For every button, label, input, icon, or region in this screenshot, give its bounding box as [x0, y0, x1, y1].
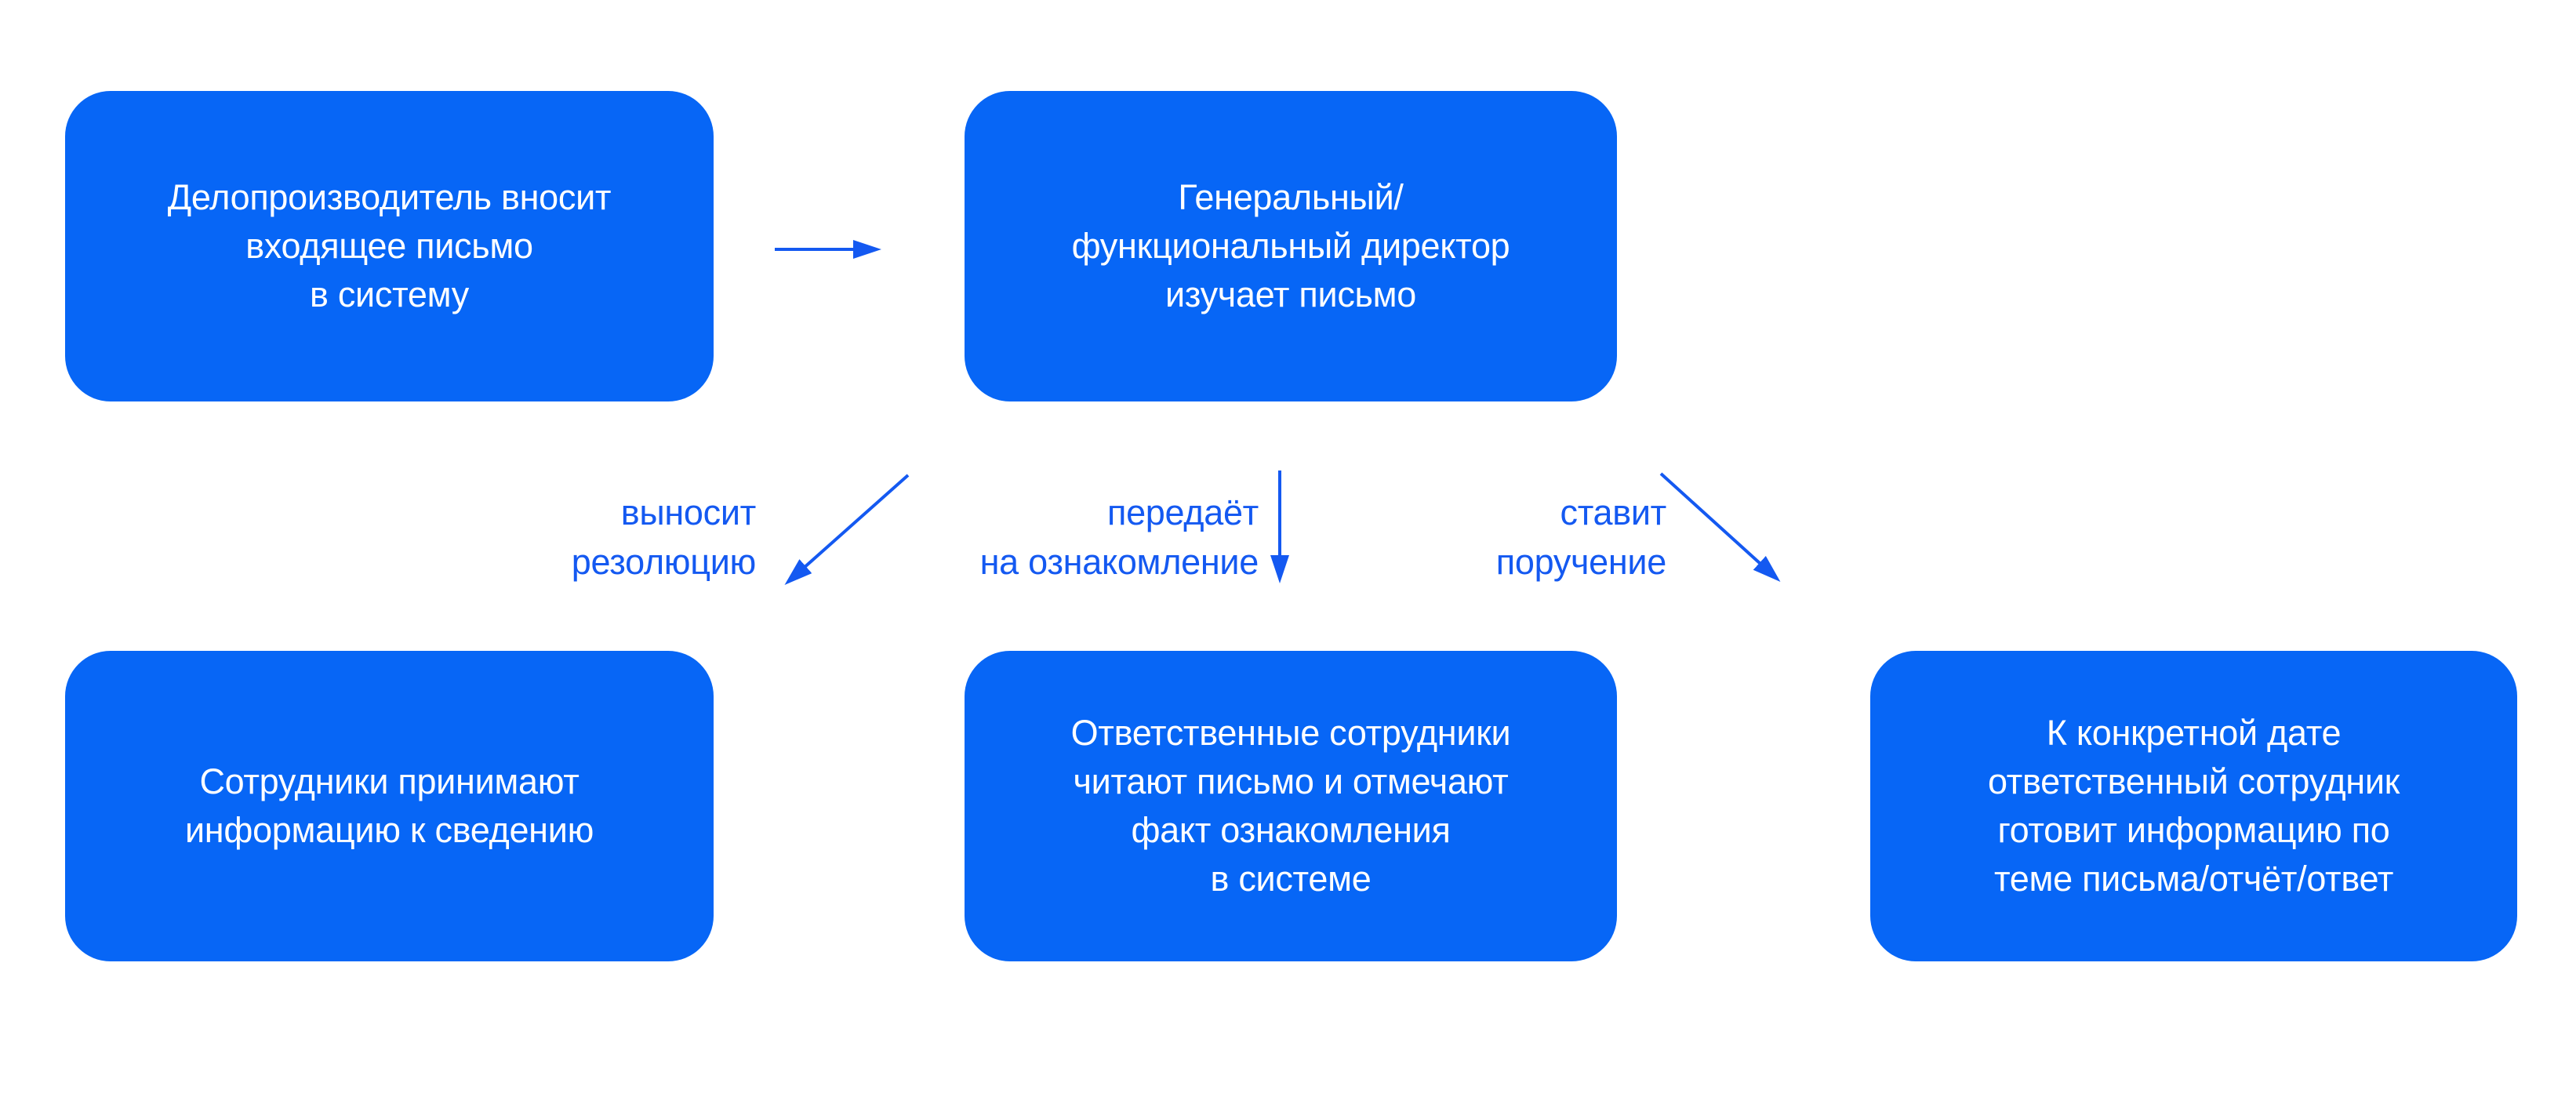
- edge-label-order: ставит поручение: [1495, 492, 1667, 582]
- node-clerk-enters-letter: Делопроизводитель вносит входящее письмо…: [65, 91, 714, 401]
- node-director-studies-letter: Генеральный/ функциональный директор изу…: [965, 91, 1617, 401]
- arrow-order-down-right: [1659, 472, 1781, 583]
- edge-label-review: передаёт на ознакомление: [979, 492, 1259, 582]
- node-employees-read-and-mark: Ответственные сотрудники читают письмо и…: [965, 651, 1617, 961]
- edge-label-resolution: выносит резолюцию: [571, 492, 757, 582]
- node-employees-take-note: Сотрудники принимают информацию к сведен…: [65, 651, 714, 961]
- node-responsible-prepares-info: К конкретной дате ответственный сотрудни…: [1870, 651, 2517, 961]
